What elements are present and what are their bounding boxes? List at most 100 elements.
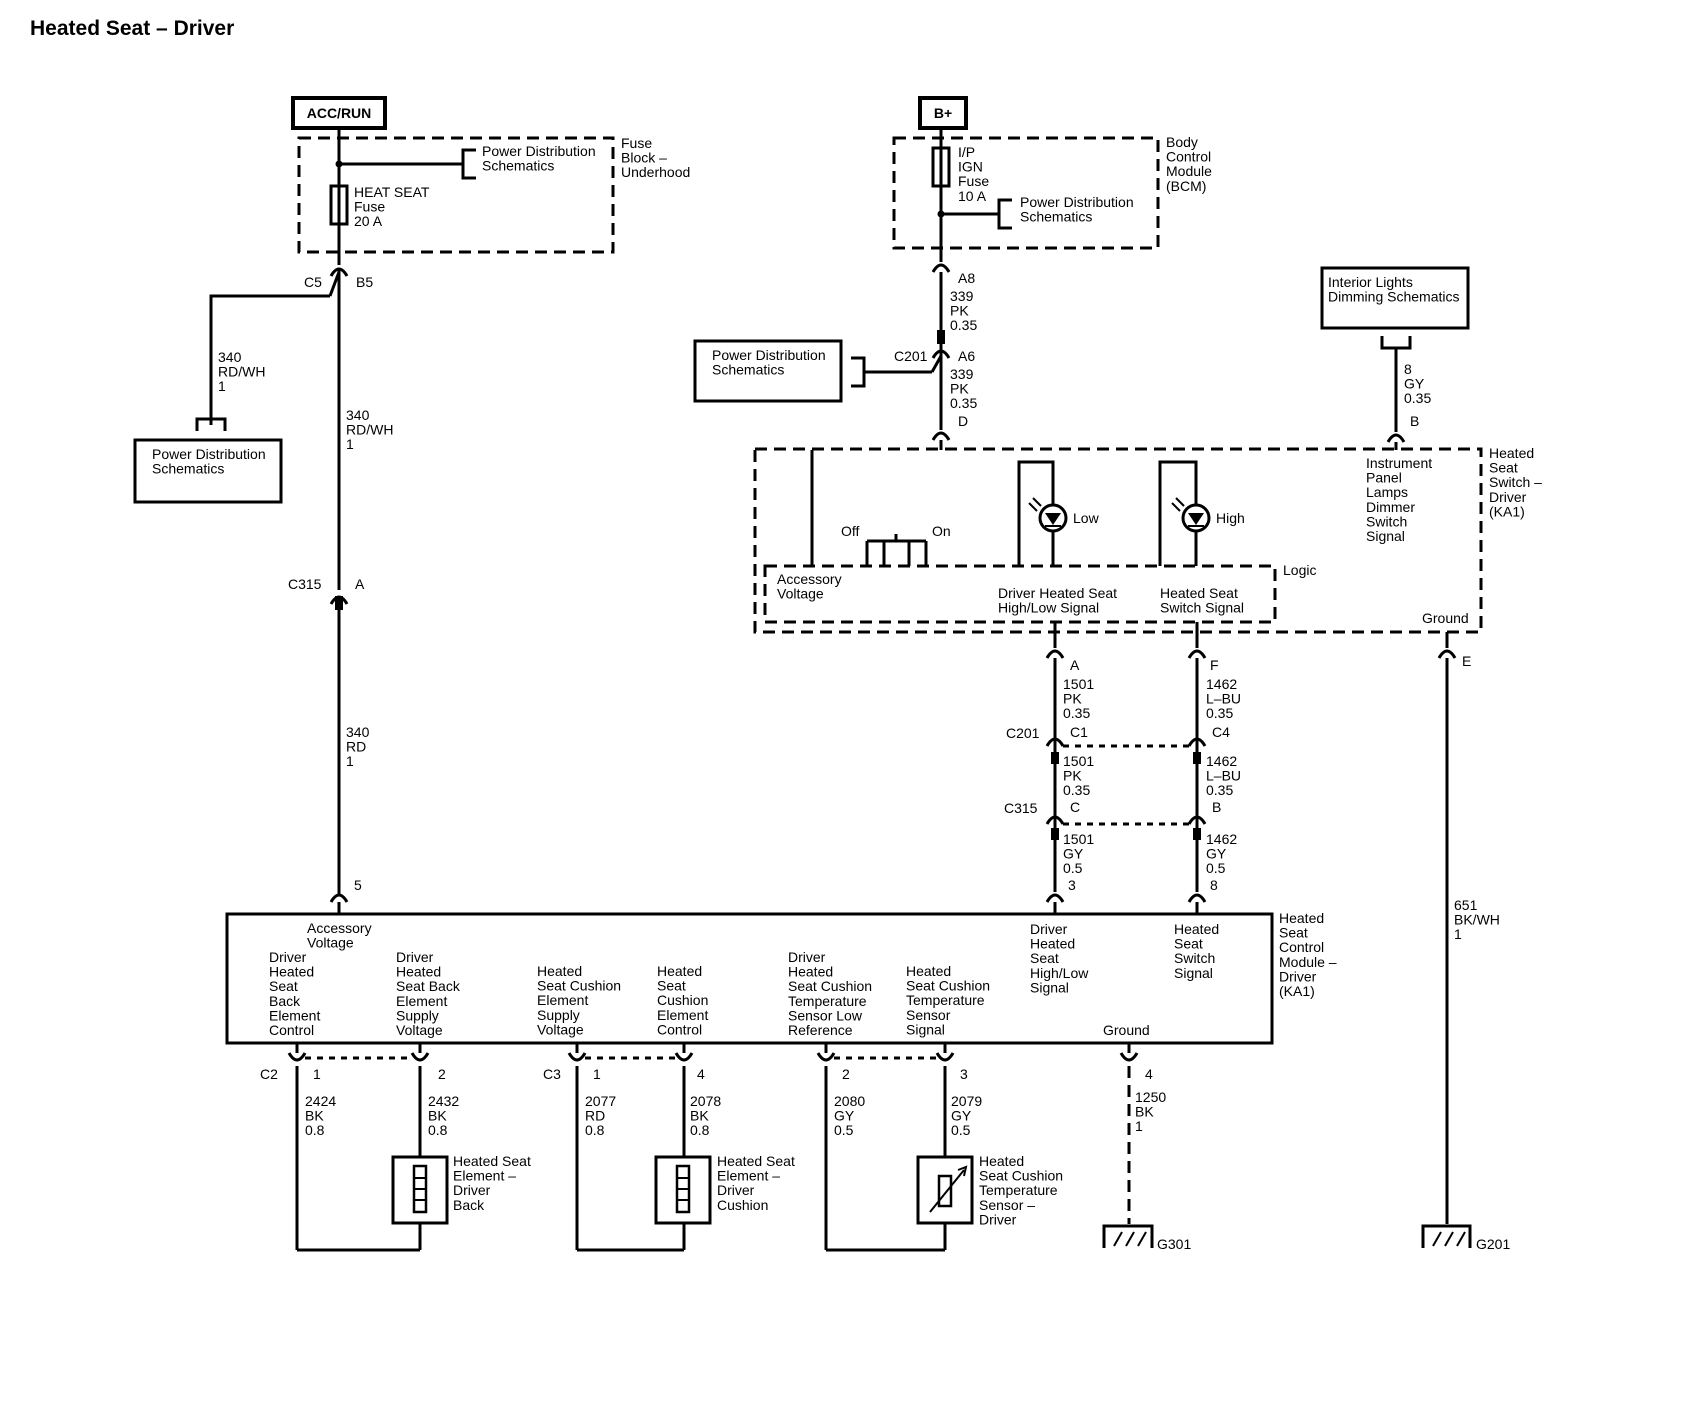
connector-c5-b5 — [329, 267, 349, 277]
text-line: Body — [1166, 134, 1198, 150]
text-line: 339 — [950, 288, 974, 304]
fuse-block-underhood-box — [297, 136, 615, 254]
text-line: BK — [690, 1108, 709, 1124]
text-line: HEAT SEAT — [354, 184, 430, 200]
text-line: Heated — [1489, 445, 1534, 461]
text-line: Element — [537, 992, 588, 1008]
text-line: High/Low — [1030, 965, 1089, 981]
text-line: Module — [1166, 163, 1212, 179]
text-line: Heated — [396, 964, 441, 980]
connector-c2-pin2 — [410, 1052, 430, 1062]
connector-c315b-label: C315 — [1004, 800, 1038, 816]
connector-pin2 — [816, 1052, 836, 1062]
connector-a8 — [931, 263, 951, 273]
connector-switch-f — [1187, 649, 1207, 659]
text-line: Power Distribution — [152, 446, 266, 462]
connector-a-label: A — [355, 576, 365, 592]
switch-on-label: On — [932, 523, 951, 539]
connector-b-label: B — [1410, 413, 1419, 429]
text-line: Heated Seat — [1160, 585, 1238, 601]
text-line: Seat — [1279, 925, 1308, 941]
module-pin-5-label: 5 — [354, 877, 362, 893]
text-line: Lamps — [1366, 484, 1408, 500]
text-line: Instrument — [1366, 455, 1432, 471]
low-indicator-label: Low — [1073, 510, 1100, 526]
module-pin-3-connector — [1045, 893, 1065, 903]
text-line: Element — [269, 1007, 320, 1023]
text-line: (KA1) — [1279, 983, 1315, 999]
text-line: Driver Heated Seat — [998, 585, 1117, 601]
text-line: Supply — [396, 1007, 439, 1023]
text-line: Driver — [453, 1182, 491, 1198]
bcm-box — [892, 136, 1160, 250]
text-line: Driver — [1279, 968, 1317, 984]
text-line: Control — [269, 1022, 314, 1038]
module-ground-label: Ground — [1103, 1022, 1150, 1038]
text-line: Heated Seat — [717, 1153, 795, 1169]
text-line: Schematics — [152, 461, 224, 477]
text-line: Voltage — [396, 1022, 443, 1038]
text-line: 2080 — [834, 1093, 865, 1109]
text-line: Heated — [537, 963, 582, 979]
text-line: 0.35 — [1063, 782, 1090, 798]
text-line: Heated Seat — [453, 1153, 531, 1169]
text-line: Fuse — [958, 173, 989, 189]
text-line: High/Low Signal — [998, 600, 1099, 616]
text-line: Driver — [717, 1182, 755, 1198]
high-indicator-label: High — [1216, 510, 1245, 526]
text-line: Reference — [788, 1022, 853, 1038]
text-line: Element – — [717, 1168, 780, 1184]
connector-a8-label: A8 — [958, 270, 975, 286]
text-line: 1 — [1135, 1118, 1143, 1134]
connector-c-label: C — [1070, 799, 1080, 815]
text-line: Control — [1279, 939, 1324, 955]
text-line: Module – — [1279, 954, 1337, 970]
text-line: GY — [951, 1108, 972, 1124]
text-line: Switch Signal — [1160, 600, 1244, 616]
text-line: Heated — [788, 964, 833, 980]
text-line: RD — [346, 739, 366, 755]
connector-c3-pin4 — [674, 1052, 694, 1062]
text-line: Switch — [1366, 513, 1407, 529]
heated-seat-control-module — [225, 912, 1274, 1045]
text-line: Driver — [979, 1211, 1017, 1227]
text-line: BK — [428, 1108, 447, 1124]
connector-c315-label: C315 — [288, 576, 322, 592]
connector-c2-2-label: 2 — [438, 1066, 446, 1082]
text-line: Seat — [269, 978, 298, 994]
text-line: 0.8 — [428, 1122, 448, 1138]
text-line: BK — [1135, 1104, 1154, 1120]
connector-c201-label: C201 — [894, 348, 928, 364]
text-line: PK — [950, 303, 969, 319]
text-line: 0.5 — [951, 1122, 971, 1138]
text-line: Block – — [621, 150, 667, 166]
text-line: L–BU — [1206, 768, 1241, 784]
text-line: Heated — [657, 963, 702, 979]
text-line: Back — [453, 1197, 485, 1213]
